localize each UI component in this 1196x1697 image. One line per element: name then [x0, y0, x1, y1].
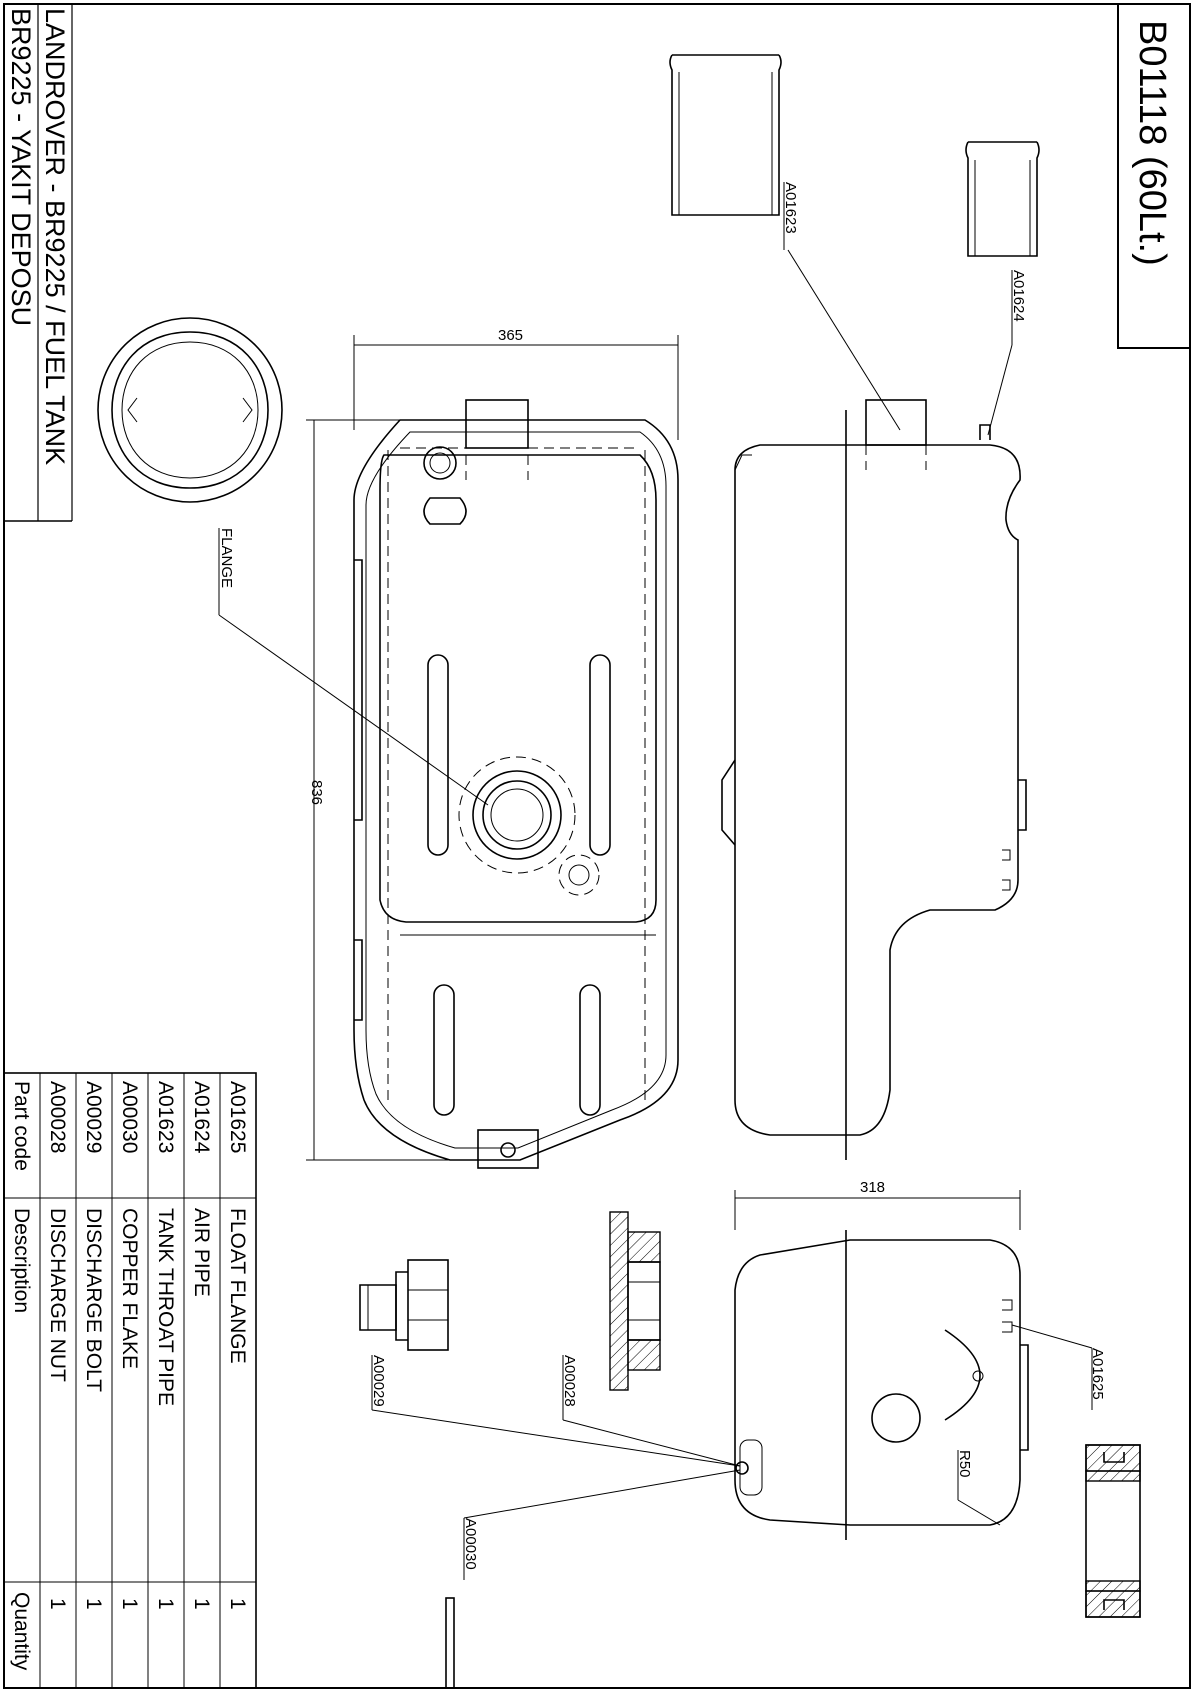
discharge-nut-section	[609, 1211, 661, 1391]
table-row-description: DISCHARGE BOLT	[82, 1208, 105, 1392]
flange-ring-part	[97, 317, 283, 503]
table-row-code: A00029	[82, 1081, 105, 1153]
title-turkish: BR9225 - YAKIT DEPOSU	[6, 8, 36, 326]
throat-pipe-part	[669, 54, 782, 216]
table-row-description: DISCHARGE NUT	[46, 1208, 69, 1382]
table-row-quantity: 1	[46, 1598, 69, 1610]
drawing-code: B01118 (60Lt.)	[1131, 20, 1173, 266]
table-row-quantity: 1	[226, 1598, 249, 1610]
table-header-description: Description	[10, 1208, 33, 1313]
dimension-318-label: 318	[860, 1179, 885, 1196]
discharge-bolt-part	[359, 1259, 449, 1351]
callout-r50: R50	[956, 1450, 973, 1478]
title-block: LANDROVER - BR9225 / FUEL TANK BR9225 - …	[4, 4, 73, 522]
tank-side-view	[721, 399, 1027, 1160]
air-pipe-part	[965, 141, 1040, 257]
callout-a01623: A01623	[782, 182, 799, 234]
table-row-code: A00030	[118, 1081, 141, 1153]
table-header-code: Part code	[10, 1081, 33, 1171]
title-english: LANDROVER - BR9225 / FUEL TANK	[40, 8, 70, 465]
dimension-365-label: 365	[498, 327, 523, 344]
table-row-quantity: 1	[190, 1598, 213, 1610]
dimension-318: 318	[734, 1179, 1021, 1230]
float-flange-section	[1085, 1444, 1141, 1618]
parts-table: Part code Description Quantity A01625 FL…	[3, 1072, 257, 1689]
dimension-365: 365	[353, 327, 679, 440]
callout-flange: FLANGE	[218, 528, 235, 588]
callout-a00028: A00028	[561, 1355, 578, 1407]
drawing-code-box: B01118 (60Lt.)	[1117, 3, 1191, 349]
table-row-quantity: 1	[118, 1598, 141, 1610]
copper-flake-part	[445, 1597, 455, 1689]
table-row-code: A01624	[190, 1081, 213, 1154]
table-row-description: FLOAT FLANGE	[226, 1208, 249, 1364]
table-row-code: A01623	[154, 1081, 177, 1153]
callout-a00030: A00030	[462, 1518, 479, 1570]
table-header-quantity: Quantity	[10, 1592, 33, 1671]
table-row-code: A00028	[46, 1081, 69, 1153]
table-row-description: AIR PIPE	[190, 1208, 213, 1297]
drawing-border	[3, 3, 1191, 1689]
callout-a00029: A00029	[370, 1355, 387, 1407]
tank-top-view	[353, 399, 679, 1169]
table-row-quantity: 1	[82, 1598, 105, 1610]
callout-a01624: A01624	[1010, 270, 1027, 322]
table-row-description: COPPER FLAKE	[118, 1208, 141, 1369]
callout-a01625: A01625	[1089, 1348, 1106, 1400]
dimension-836-label: 836	[308, 780, 325, 805]
table-row-quantity: 1	[154, 1598, 177, 1610]
table-row-code: A01625	[226, 1081, 249, 1153]
tank-end-view	[734, 1230, 1029, 1540]
table-row-description: TANK THROAT PIPE	[154, 1208, 177, 1406]
